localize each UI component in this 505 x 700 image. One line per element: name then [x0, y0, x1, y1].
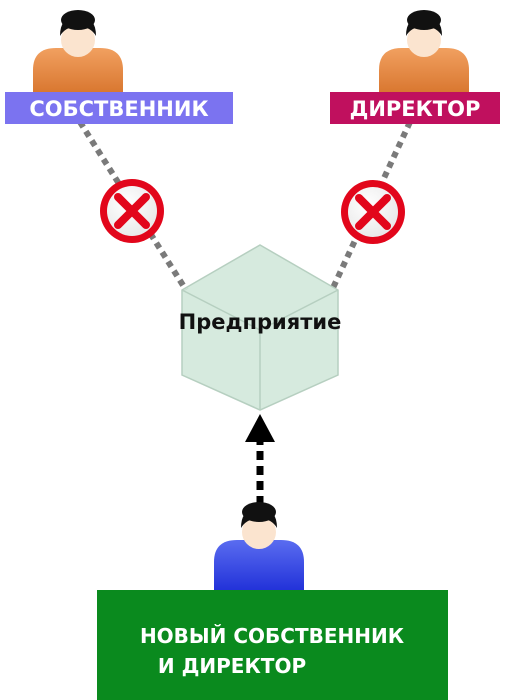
new-owner-person-icon: [214, 502, 304, 592]
new-owner-label-line1: НОВЫЙ СОБСТВЕННИК: [140, 624, 405, 648]
new-owner-label-line2: И ДИРЕКТОР: [158, 654, 306, 678]
director-cancel-x-icon: [341, 180, 405, 244]
owner-person-icon: [33, 10, 123, 98]
owner-label: СОБСТВЕННИК: [29, 97, 208, 121]
owner-cancel-x-icon: [100, 179, 164, 243]
enterprise-label: Предприятие: [179, 310, 342, 334]
director-label: ДИРЕКТОР: [350, 97, 481, 121]
director-label-box: [330, 92, 500, 124]
enterprise-cube-icon: [181, 244, 339, 411]
arrow-up-icon: [245, 414, 275, 505]
new-owner-box: [97, 590, 448, 700]
director-person-icon: [379, 10, 469, 98]
owner-label-box: [5, 92, 233, 124]
